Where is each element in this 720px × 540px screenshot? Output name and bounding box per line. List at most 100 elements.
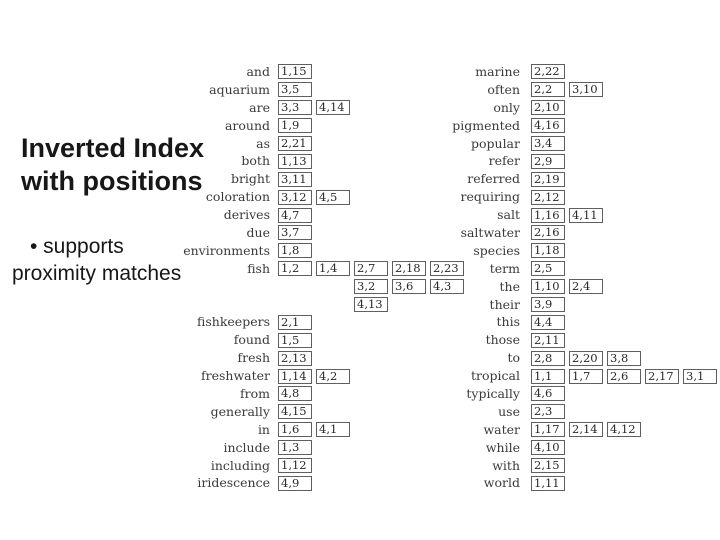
posting-row: 2,15 — [531, 457, 569, 475]
posting-row: 2,13 — [278, 349, 316, 367]
term-label: often — [487, 81, 520, 97]
posting-rows: 3,7 — [278, 224, 316, 242]
posting-box: 1,11 — [531, 475, 565, 491]
term-label: derives — [223, 207, 270, 223]
term-label: in — [257, 421, 270, 437]
term-label: pigmented — [452, 117, 520, 133]
posting-rows: 3,5 — [278, 81, 316, 99]
posting-rows: 2,21 — [278, 135, 316, 153]
posting-box: 4,5 — [316, 189, 350, 205]
index-entry: aquarium 3,5 — [170, 81, 468, 99]
posting-spacer — [278, 279, 312, 294]
posting-rows: 1,5 — [278, 331, 316, 349]
posting-row: 4,9 — [278, 474, 316, 492]
term-label: tropical — [471, 368, 520, 384]
posting-box: 2,18 — [392, 261, 426, 277]
posting-row: 4,8 — [278, 385, 316, 403]
posting-row: 4,7 — [278, 206, 316, 224]
posting-box: 1,7 — [569, 368, 603, 384]
posting-row: 3,11 — [278, 170, 316, 188]
term-label: iridescence — [197, 475, 270, 491]
posting-row: 1,3 — [278, 439, 316, 457]
term-label: use — [498, 403, 520, 419]
posting-row: 2,5 — [531, 260, 569, 278]
term-label: fishkeepers — [197, 314, 270, 330]
term-label: salt — [497, 207, 520, 223]
posting-rows: 2,11 — [531, 331, 569, 349]
posting-box: 2,11 — [531, 332, 565, 348]
posting-rows: 4,6 — [531, 385, 569, 403]
term-label: to — [507, 350, 520, 366]
index-entry: environments 1,8 — [170, 242, 468, 260]
term-label: world — [483, 475, 520, 491]
term-label: freshwater — [200, 368, 270, 384]
posting-rows: 4,8 — [278, 385, 316, 403]
term-label: aquarium — [209, 81, 270, 97]
posting-box: 3,8 — [607, 350, 641, 366]
posting-box: 1,1 — [531, 368, 565, 384]
posting-row: 2,11 — [531, 331, 569, 349]
index-entry: iridescence 4,9 — [170, 474, 468, 492]
posting-spacer — [316, 297, 350, 312]
index-entry: include 1,3 — [170, 439, 468, 457]
posting-box: 2,23 — [430, 261, 464, 277]
posting-box: 1,4 — [316, 261, 350, 277]
posting-row: 2,21 — [278, 135, 316, 153]
posting-rows: 1,9 — [278, 117, 316, 135]
posting-rows: 2,22 — [531, 63, 569, 81]
index-entry: pigmented 4,16 — [408, 117, 720, 135]
posting-box: 3,3 — [278, 100, 312, 116]
posting-row: 1,8 — [278, 242, 316, 260]
posting-rows: 2,3 — [531, 403, 569, 421]
term-label: coloration — [205, 189, 270, 205]
posting-rows: 2,15 — [531, 457, 569, 475]
posting-row: 2,10 — [531, 99, 569, 117]
posting-box: 2,1 — [278, 314, 312, 330]
posting-box: 2,5 — [531, 261, 565, 277]
posting-box: 1,18 — [531, 243, 565, 259]
term-label: bright — [230, 171, 270, 187]
posting-box: 4,14 — [316, 100, 350, 116]
posting-box: 1,3 — [278, 440, 312, 456]
posting-spacer — [278, 297, 312, 312]
term-label: water — [483, 421, 520, 437]
term-label: environments — [183, 242, 270, 258]
posting-box: 2,7 — [354, 261, 388, 277]
index-entry: use 2,3 — [408, 403, 720, 421]
posting-rows: 3,9 — [531, 296, 569, 314]
posting-rows: 4,16 — [531, 117, 569, 135]
posting-box: 1,5 — [278, 332, 312, 348]
posting-box: 4,7 — [278, 207, 312, 223]
term-label: requiring — [460, 189, 520, 205]
posting-box: 3,4 — [531, 136, 565, 151]
posting-box: 4,12 — [607, 422, 641, 438]
posting-box: 3,12 — [278, 189, 312, 205]
posting-row: 4,13 — [278, 296, 468, 314]
term-label: include — [223, 439, 271, 455]
